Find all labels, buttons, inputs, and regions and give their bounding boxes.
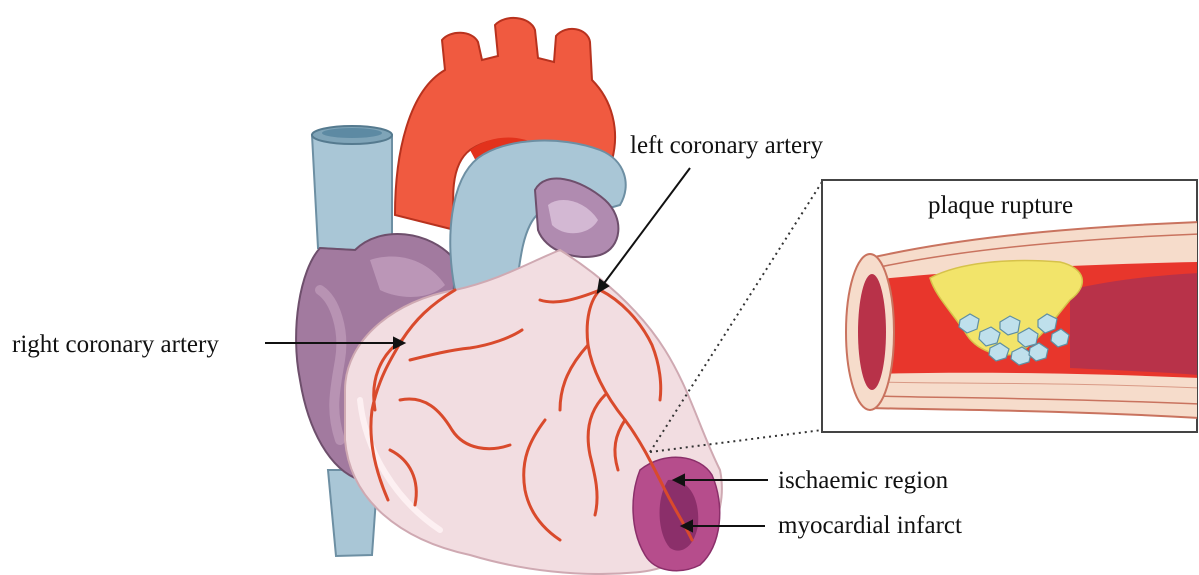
zoom-lines xyxy=(650,182,822,452)
superior-vena-cava xyxy=(312,126,392,250)
label-right-coronary-artery: right coronary artery xyxy=(12,331,219,358)
label-left-coronary-artery: left coronary artery xyxy=(630,132,823,159)
label-plaque-rupture: plaque rupture xyxy=(928,192,1073,219)
label-ischaemic-region: ischaemic region xyxy=(778,467,949,494)
label-myocardial-infarct: myocardial infarct xyxy=(778,512,962,539)
